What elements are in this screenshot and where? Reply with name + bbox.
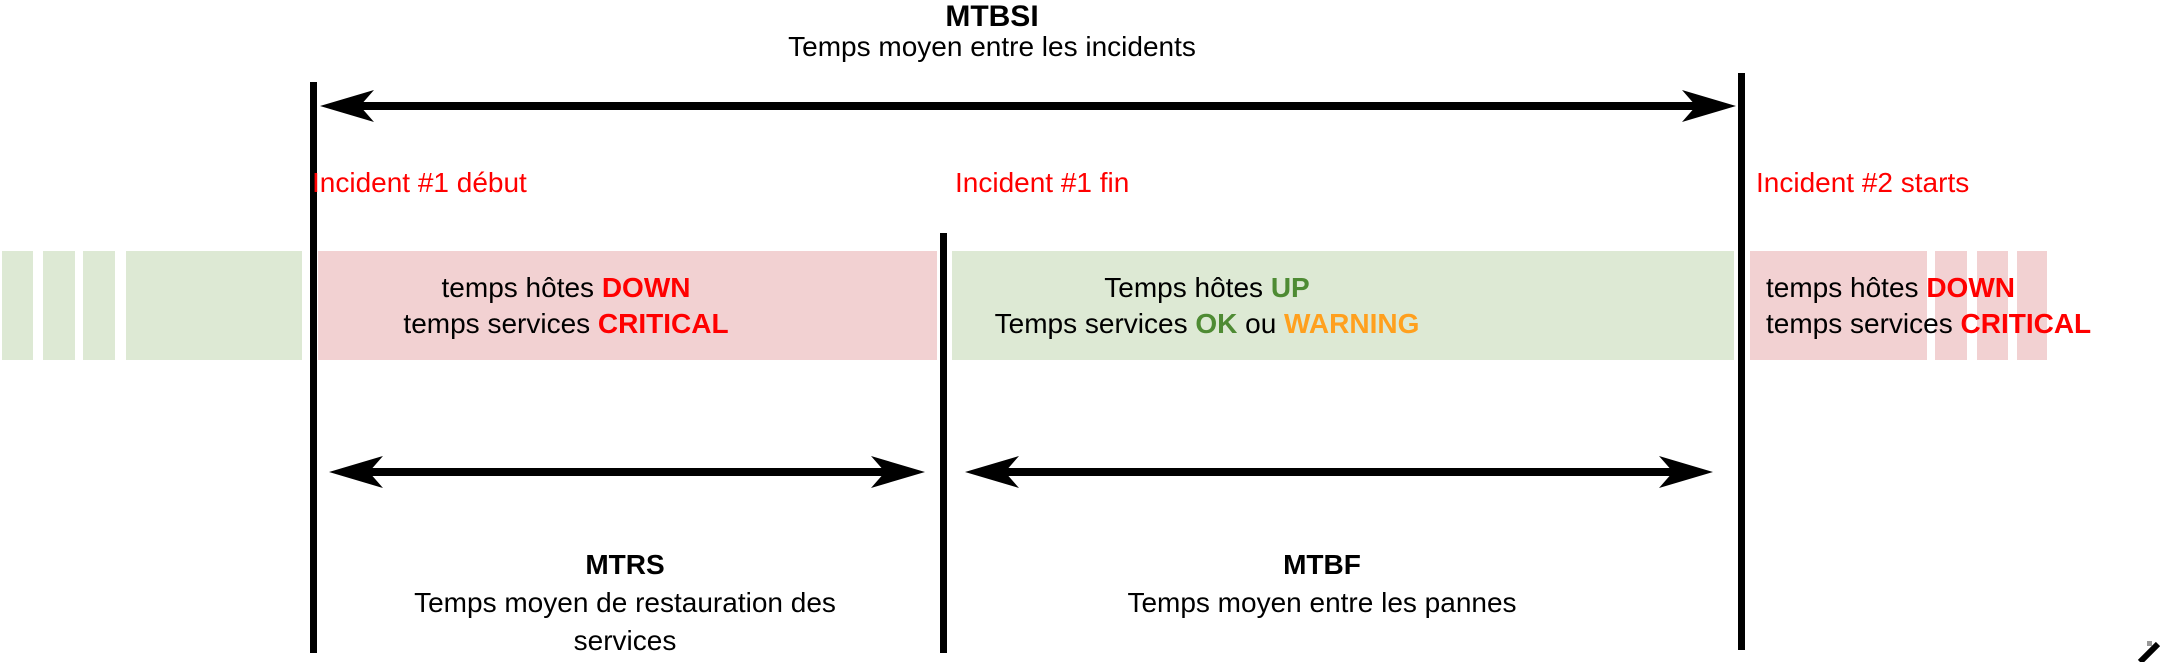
- status-critical: CRITICAL: [1960, 307, 2092, 339]
- incident2-down-band-segment: [1977, 251, 2008, 360]
- status-critical: CRITICAL: [597, 307, 729, 339]
- uptime-band-line1: Temps hôtes UP: [957, 270, 1457, 306]
- status-down: DOWN: [1926, 271, 2015, 303]
- uptime-band-line2: Temps services OK ou WARNING: [957, 306, 1457, 342]
- history-up-band-segment: [126, 251, 302, 360]
- history-up-band-segment: [2, 251, 33, 360]
- mtbf-span-arrow: [965, 456, 1713, 488]
- incident2-down-band-segment: [2017, 251, 2047, 360]
- mtrs-label-block: MTRS Temps moyen de restauration des ser…: [395, 546, 855, 660]
- incident1-band-text: temps hôtes DOWN temps services CRITICAL: [316, 251, 816, 360]
- incident1-down-band: [318, 251, 937, 360]
- incident1-end-label: Incident #1 fin: [955, 167, 1130, 198]
- incident1-end-line: [940, 233, 947, 653]
- services-time-label: temps services: [403, 307, 598, 339]
- incident1-band-line2: temps services CRITICAL: [316, 306, 816, 342]
- mtbf-description: Temps moyen entre les pannes: [1127, 587, 1517, 618]
- mtbsi-subtitle: Temps moyen entre les incidents: [788, 31, 1196, 62]
- mtbf-abbr: MTBF: [1283, 549, 1361, 580]
- mtbf-label-block: MTBF Temps moyen entre les pannes: [1092, 546, 1552, 622]
- mtbsi-title: MTBSI: [945, 0, 1039, 33]
- incident2-band-line1: temps hôtes DOWN: [1766, 270, 2160, 306]
- incident2-band-line2: temps services CRITICAL: [1766, 306, 2160, 342]
- uptime-band-text: Temps hôtes UP Temps services OK ou WARN…: [957, 251, 1457, 360]
- status-warning: WARNING: [1284, 307, 1420, 339]
- incident2-start-label: Incident #2 starts: [1756, 167, 1970, 198]
- hosts-time-label: Temps hôtes: [1104, 271, 1271, 303]
- hosts-time-label: temps hôtes: [441, 271, 602, 303]
- mtrs-description: Temps moyen de restauration des services: [414, 587, 836, 656]
- incident2-down-band-segment: [1935, 251, 1967, 360]
- history-up-band-segment: [83, 251, 115, 360]
- diagram-title-block: MTBSI Temps moyen entre les incidents: [312, 2, 1672, 62]
- status-ok: OK: [1195, 307, 1238, 339]
- incident1-start-line: [310, 82, 317, 653]
- mtbsi-span-arrow: [320, 90, 1736, 122]
- mtrs-span-arrow: [329, 456, 925, 488]
- incident2-band-text: temps hôtes DOWN temps services CRITICAL: [1766, 251, 2160, 360]
- status-up: UP: [1270, 271, 1310, 303]
- status-down: DOWN: [601, 271, 691, 303]
- services-time-label: temps services: [1766, 307, 1961, 339]
- incident2-down-band: [1750, 251, 1927, 360]
- corner-artifact: [2137, 641, 2160, 662]
- services-time-label: Temps services: [994, 307, 1196, 339]
- incident1-start-label: Incident #1 début: [312, 167, 527, 198]
- history-up-band-segment: [43, 251, 75, 360]
- incident1-band-line1: temps hôtes DOWN: [316, 270, 816, 306]
- mtrs-abbr: MTRS: [585, 549, 665, 580]
- conjunction-ou: ou: [1237, 307, 1285, 339]
- incident2-start-line: [1738, 73, 1745, 650]
- uptime-band: [952, 251, 1734, 360]
- hosts-time-label: temps hôtes: [1766, 271, 1927, 303]
